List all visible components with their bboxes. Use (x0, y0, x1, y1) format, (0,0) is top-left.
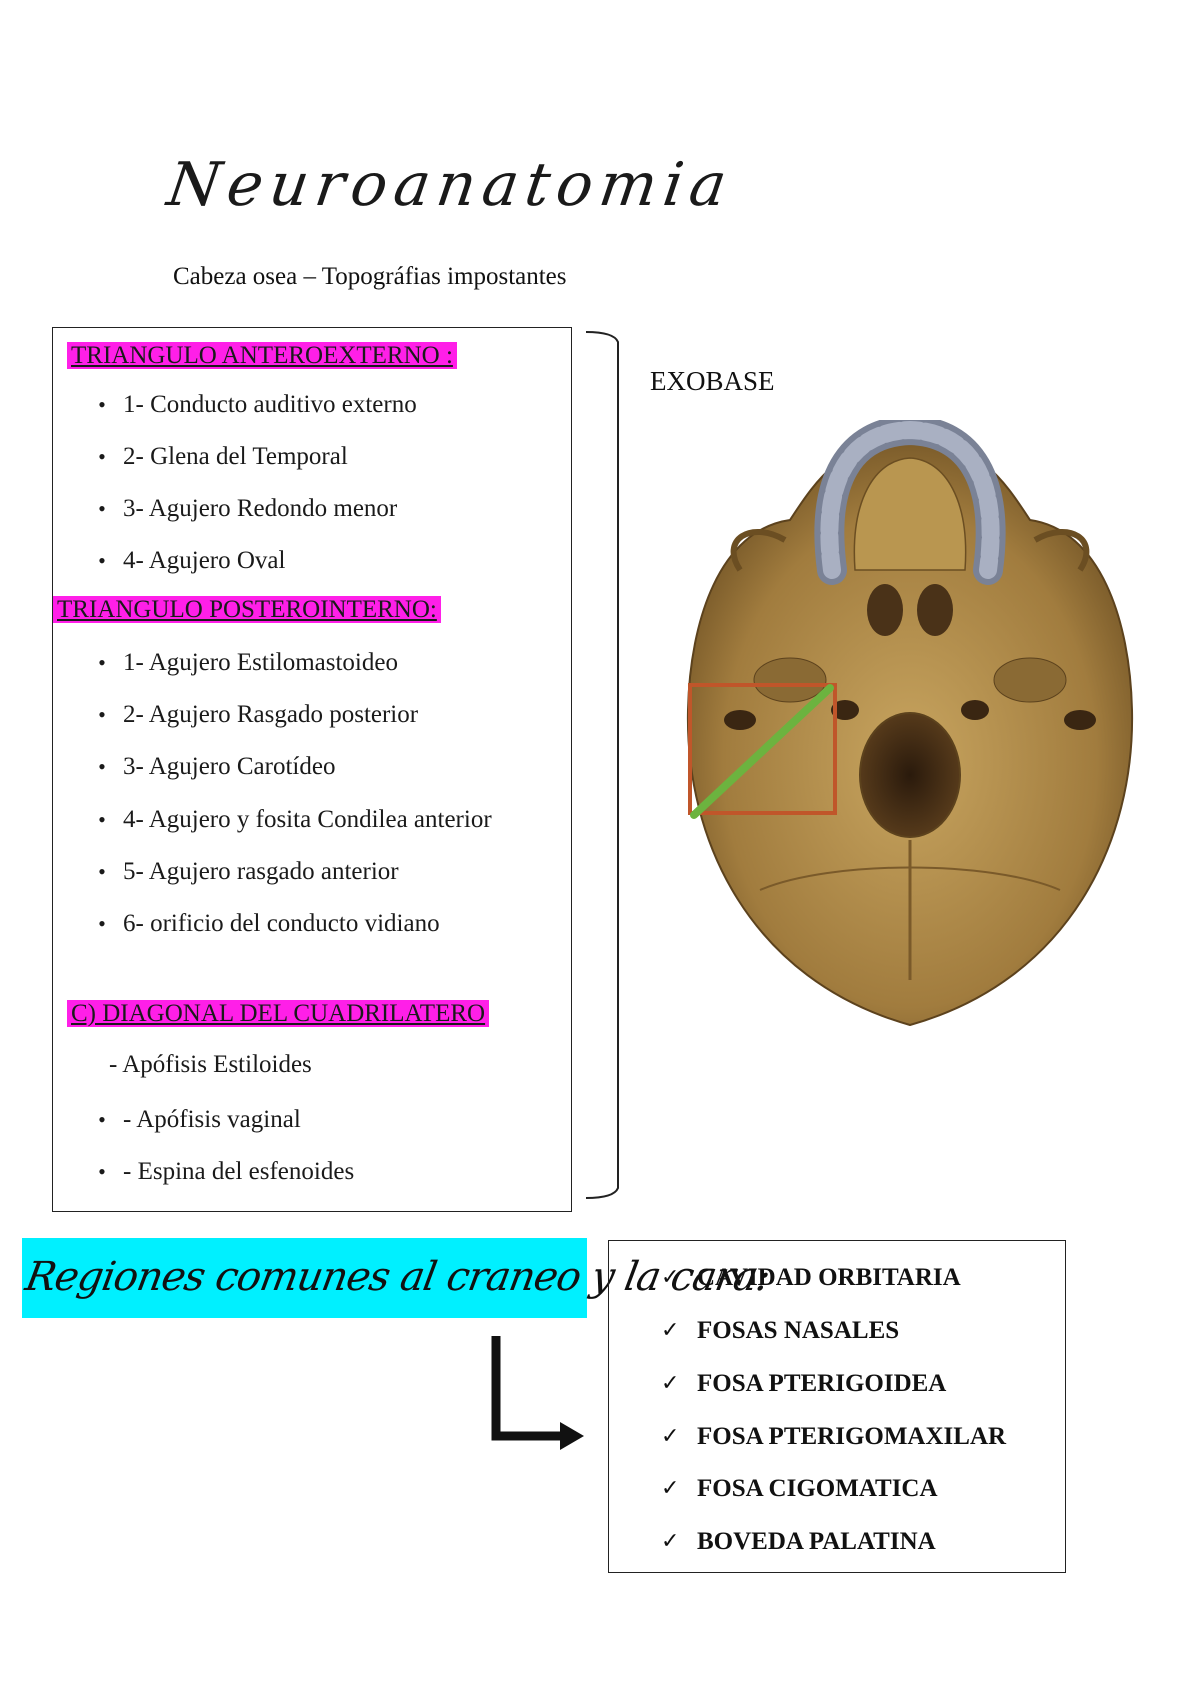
checklist-item: ✓FOSA CIGOMATICA (661, 1475, 938, 1502)
list-item: •4- Agujero y fosita Condilea anterior (98, 805, 492, 835)
heading-anteroexterno: TRIANGULO ANTEROEXTERNO : (67, 341, 457, 371)
bullet-icon: • (98, 1159, 106, 1184)
bullet-icon: • (98, 702, 106, 727)
page-subtitle: Cabeza osea – Topográfias impostantes (173, 263, 567, 290)
checkmark-icon: ✓ (661, 1318, 680, 1343)
skull-exobase-illustration (686, 420, 1134, 1027)
checklist-item: ✓FOSA PTERIGOIDEA (661, 1370, 947, 1397)
regions-banner (22, 1238, 587, 1318)
list-item: •- Apófisis vaginal (98, 1105, 301, 1135)
checklist-item: ✓FOSAS NASALES (661, 1317, 900, 1344)
page-title: Neuroanatomia (163, 150, 738, 220)
list-item: •4- Agujero Oval (98, 546, 285, 576)
bullet-icon: • (98, 911, 106, 936)
list-item: •6- orificio del conducto vidiano (98, 909, 439, 939)
list-item: •- Espina del esfenoides (98, 1157, 354, 1187)
checkmark-icon: ✓ (661, 1529, 680, 1554)
list-item: •1- Agujero Estilomastoideo (98, 648, 398, 678)
bullet-icon: • (98, 548, 106, 573)
checklist-item: ✓FOSA PTERIGOMAXILAR (661, 1423, 1007, 1450)
bullet-icon: • (98, 392, 106, 417)
list-item: •3- Agujero Redondo menor (98, 494, 397, 524)
checkmark-icon: ✓ (661, 1476, 680, 1501)
bullet-icon: • (98, 859, 106, 884)
topography-list-box: TRIANGULO ANTEROEXTERNO : •1- Conducto a… (52, 327, 572, 1212)
exobase-label: EXOBASE (650, 366, 775, 396)
checklist-item: ✓CAVIDAD ORBITARIA (661, 1264, 961, 1291)
list-item-unbulleted: - Apófisis Estiloides (109, 1051, 312, 1078)
list-item: •5- Agujero rasgado anterior (98, 857, 398, 887)
heading-diagonal: C) DIAGONAL DEL CUADRILATERO (67, 999, 490, 1029)
list-item: •2- Agujero Rasgado posterior (98, 700, 418, 730)
checkmark-icon: ✓ (661, 1371, 680, 1396)
bullet-icon: • (98, 496, 106, 521)
bullet-icon: • (98, 1107, 106, 1132)
regions-checklist-box: ✓CAVIDAD ORBITARIA ✓FOSAS NASALES ✓FOSA … (608, 1240, 1066, 1573)
bullet-icon: • (98, 754, 106, 779)
checkmark-icon: ✓ (661, 1424, 680, 1449)
list-item: •1- Conducto auditivo externo (98, 390, 417, 420)
bullet-icon: • (98, 807, 106, 832)
heading-posterointerno: TRIANGULO POSTEROINTERNO: (53, 595, 441, 625)
list-item: •2- Glena del Temporal (98, 442, 348, 472)
arrow-icon (491, 1336, 584, 1450)
checkmark-icon: ✓ (661, 1265, 680, 1290)
list-item: •3- Agujero Carotídeo (98, 752, 335, 782)
brace-icon (585, 331, 619, 1199)
regions-banner-text: Regiones comunes al craneo y la cara: (21, 1254, 774, 1300)
bullet-icon: • (98, 444, 106, 469)
bullet-icon: • (98, 650, 106, 675)
checklist-item: ✓BOVEDA PALATINA (661, 1528, 936, 1555)
